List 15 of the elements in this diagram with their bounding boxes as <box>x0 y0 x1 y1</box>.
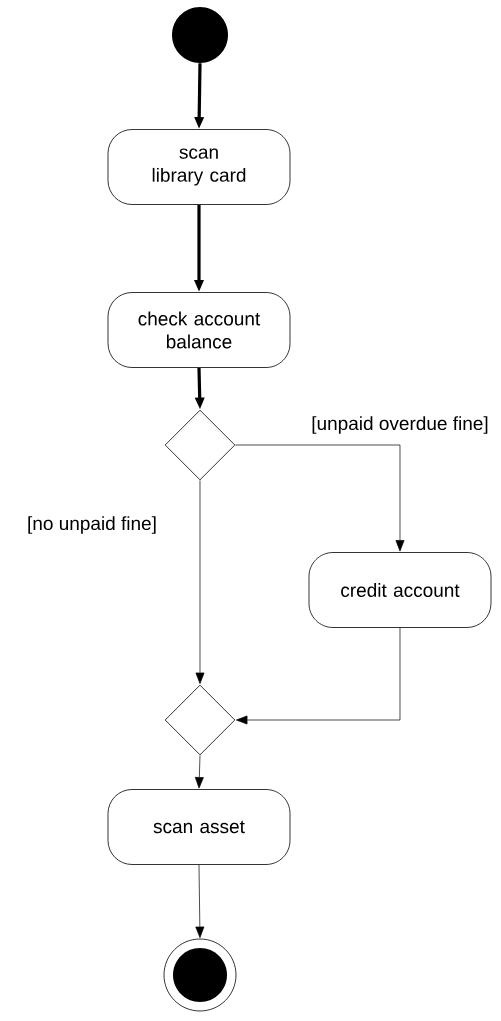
action-box: scan asset <box>107 789 291 865</box>
edge-label: [unpaid overdue fine] <box>310 415 490 435</box>
arrow <box>195 864 205 938</box>
arrow <box>235 444 405 552</box>
edge-label: [no unpaid fine] <box>26 515 158 535</box>
arrow <box>236 627 401 725</box>
end-bullseye <box>163 938 237 1012</box>
action-box: credit account <box>308 552 492 628</box>
arrow <box>195 480 205 684</box>
action-box: check account balance <box>107 292 291 368</box>
arrow <box>194 755 204 789</box>
decision-diamond <box>164 409 236 481</box>
decision-diamond <box>164 684 236 756</box>
action-box: scan library card <box>107 129 291 205</box>
start-dot <box>172 7 228 63</box>
